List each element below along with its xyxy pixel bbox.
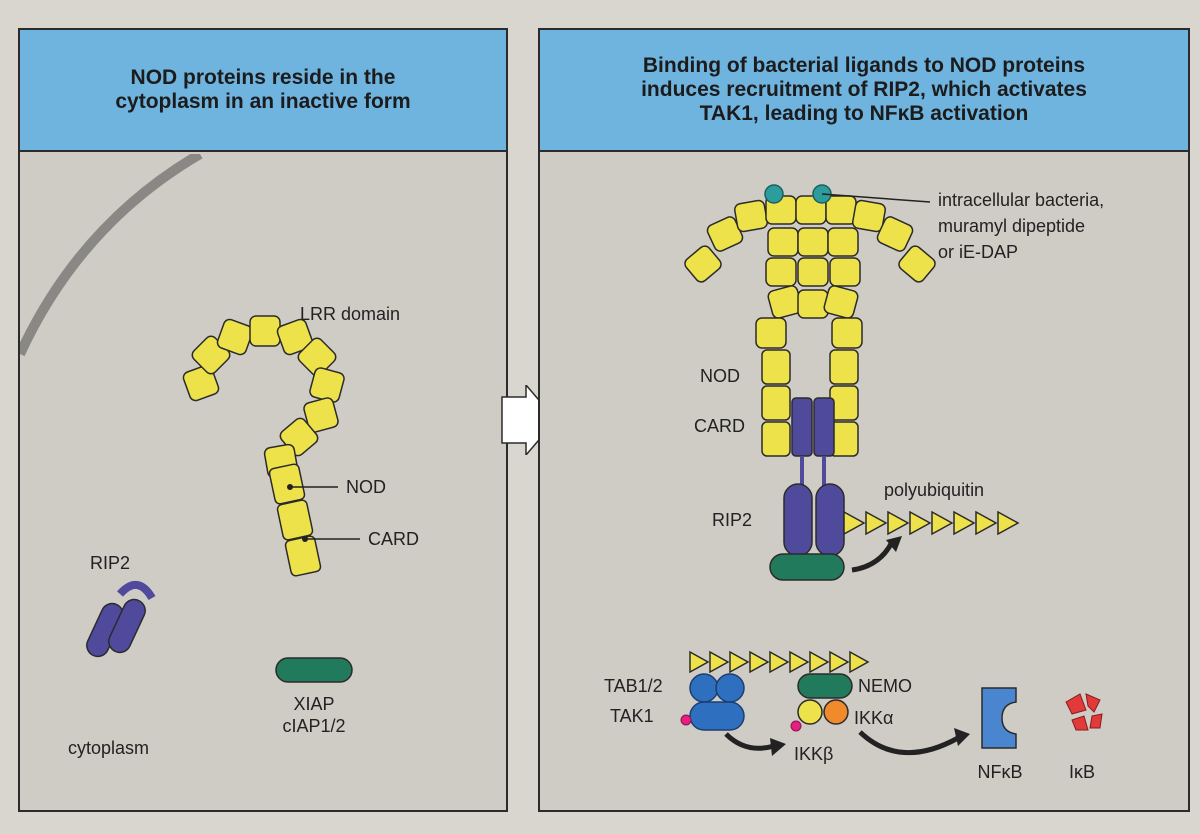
nemo-label: NEMO	[858, 676, 912, 696]
rip2-folded	[86, 581, 156, 658]
polyubiquitin-chain	[843, 510, 1020, 536]
nod-label: NOD	[346, 477, 386, 497]
lrr-domain-hook	[182, 315, 345, 479]
nod-dimer-lrr	[684, 195, 936, 349]
card-domains	[791, 397, 835, 488]
right-diagram: intracellular bacteria, muramyl dipeptid…	[604, 184, 1104, 782]
ikka-protein	[823, 699, 849, 725]
nod-card-stalk	[268, 463, 322, 577]
panel-left-body: LRR domain NOD CARD RIP2 XIAP cIAP1/2	[20, 149, 506, 810]
ligand-label-line1: intracellular bacteria,	[938, 190, 1104, 210]
ciap-label: cIAP1/2	[282, 716, 345, 736]
tak1-label: TAK1	[610, 706, 654, 726]
rip2-label: RIP2	[712, 510, 752, 530]
ikk-arrowhead-icon	[954, 728, 970, 746]
ikk-activates-nfkb-arrow-icon	[858, 730, 960, 756]
ikb-degraded-icon	[1065, 693, 1103, 731]
panel-inactive-nod: NOD proteins reside in the cytoplasm in …	[18, 28, 508, 812]
ikkb-phospho-icon	[790, 720, 802, 732]
ikka-label: IKKα	[854, 708, 893, 728]
left-diagram: LRR domain NOD CARD RIP2 XIAP cIAP1/2	[20, 149, 419, 758]
nod-dimer-stalks	[761, 349, 859, 457]
ubiquitination-arrow-icon	[851, 540, 895, 573]
xiap-ciap-protein	[769, 553, 845, 581]
ikb-label: IκB	[1069, 762, 1095, 782]
tak1-phospho-icon	[680, 714, 692, 726]
nod-label: NOD	[700, 366, 740, 386]
panel-right-title: Binding of bacterial ligands to NOD prot…	[540, 30, 1188, 152]
card-label: CARD	[694, 416, 745, 436]
nfkb-label: NFκB	[978, 762, 1023, 782]
panel-left-title: NOD proteins reside in the cytoplasm in …	[20, 30, 506, 152]
panel-right-body: intracellular bacteria, muramyl dipeptid…	[540, 154, 1188, 810]
rip2-dimer	[783, 483, 845, 557]
xiap-ciap-protein	[275, 657, 353, 683]
lrr-domain-label: LRR domain	[300, 304, 400, 324]
ikkb-protein	[797, 699, 823, 725]
tab12-label: TAB1/2	[604, 676, 663, 696]
lower-polyubiquitin-chain	[689, 650, 870, 674]
polyubiquitin-label: polyubiquitin	[884, 480, 984, 500]
ligand-label-line3: or iE-DAP	[938, 242, 1018, 262]
ligand-label-line2: muramyl dipeptide	[938, 216, 1085, 236]
nfkb-protein	[981, 687, 1017, 749]
ligand-pointer	[821, 193, 931, 203]
panel-activation: Binding of bacterial ligands to NOD prot…	[538, 28, 1190, 812]
tak1-activates-ikk-arrow-icon	[724, 732, 775, 751]
card-label: CARD	[368, 529, 419, 549]
tab-tak-complex	[689, 673, 745, 731]
cytoplasm-label: cytoplasm	[68, 738, 149, 758]
cell-membrane	[20, 149, 203, 357]
xiap-label: XIAP	[293, 694, 334, 714]
tak1-arrowhead-icon	[770, 738, 786, 756]
ikkb-label: IKKβ	[794, 744, 833, 764]
rip2-label: RIP2	[90, 553, 130, 573]
ubiquitination-arrowhead-icon	[886, 536, 902, 552]
nemo-protein	[797, 673, 853, 699]
